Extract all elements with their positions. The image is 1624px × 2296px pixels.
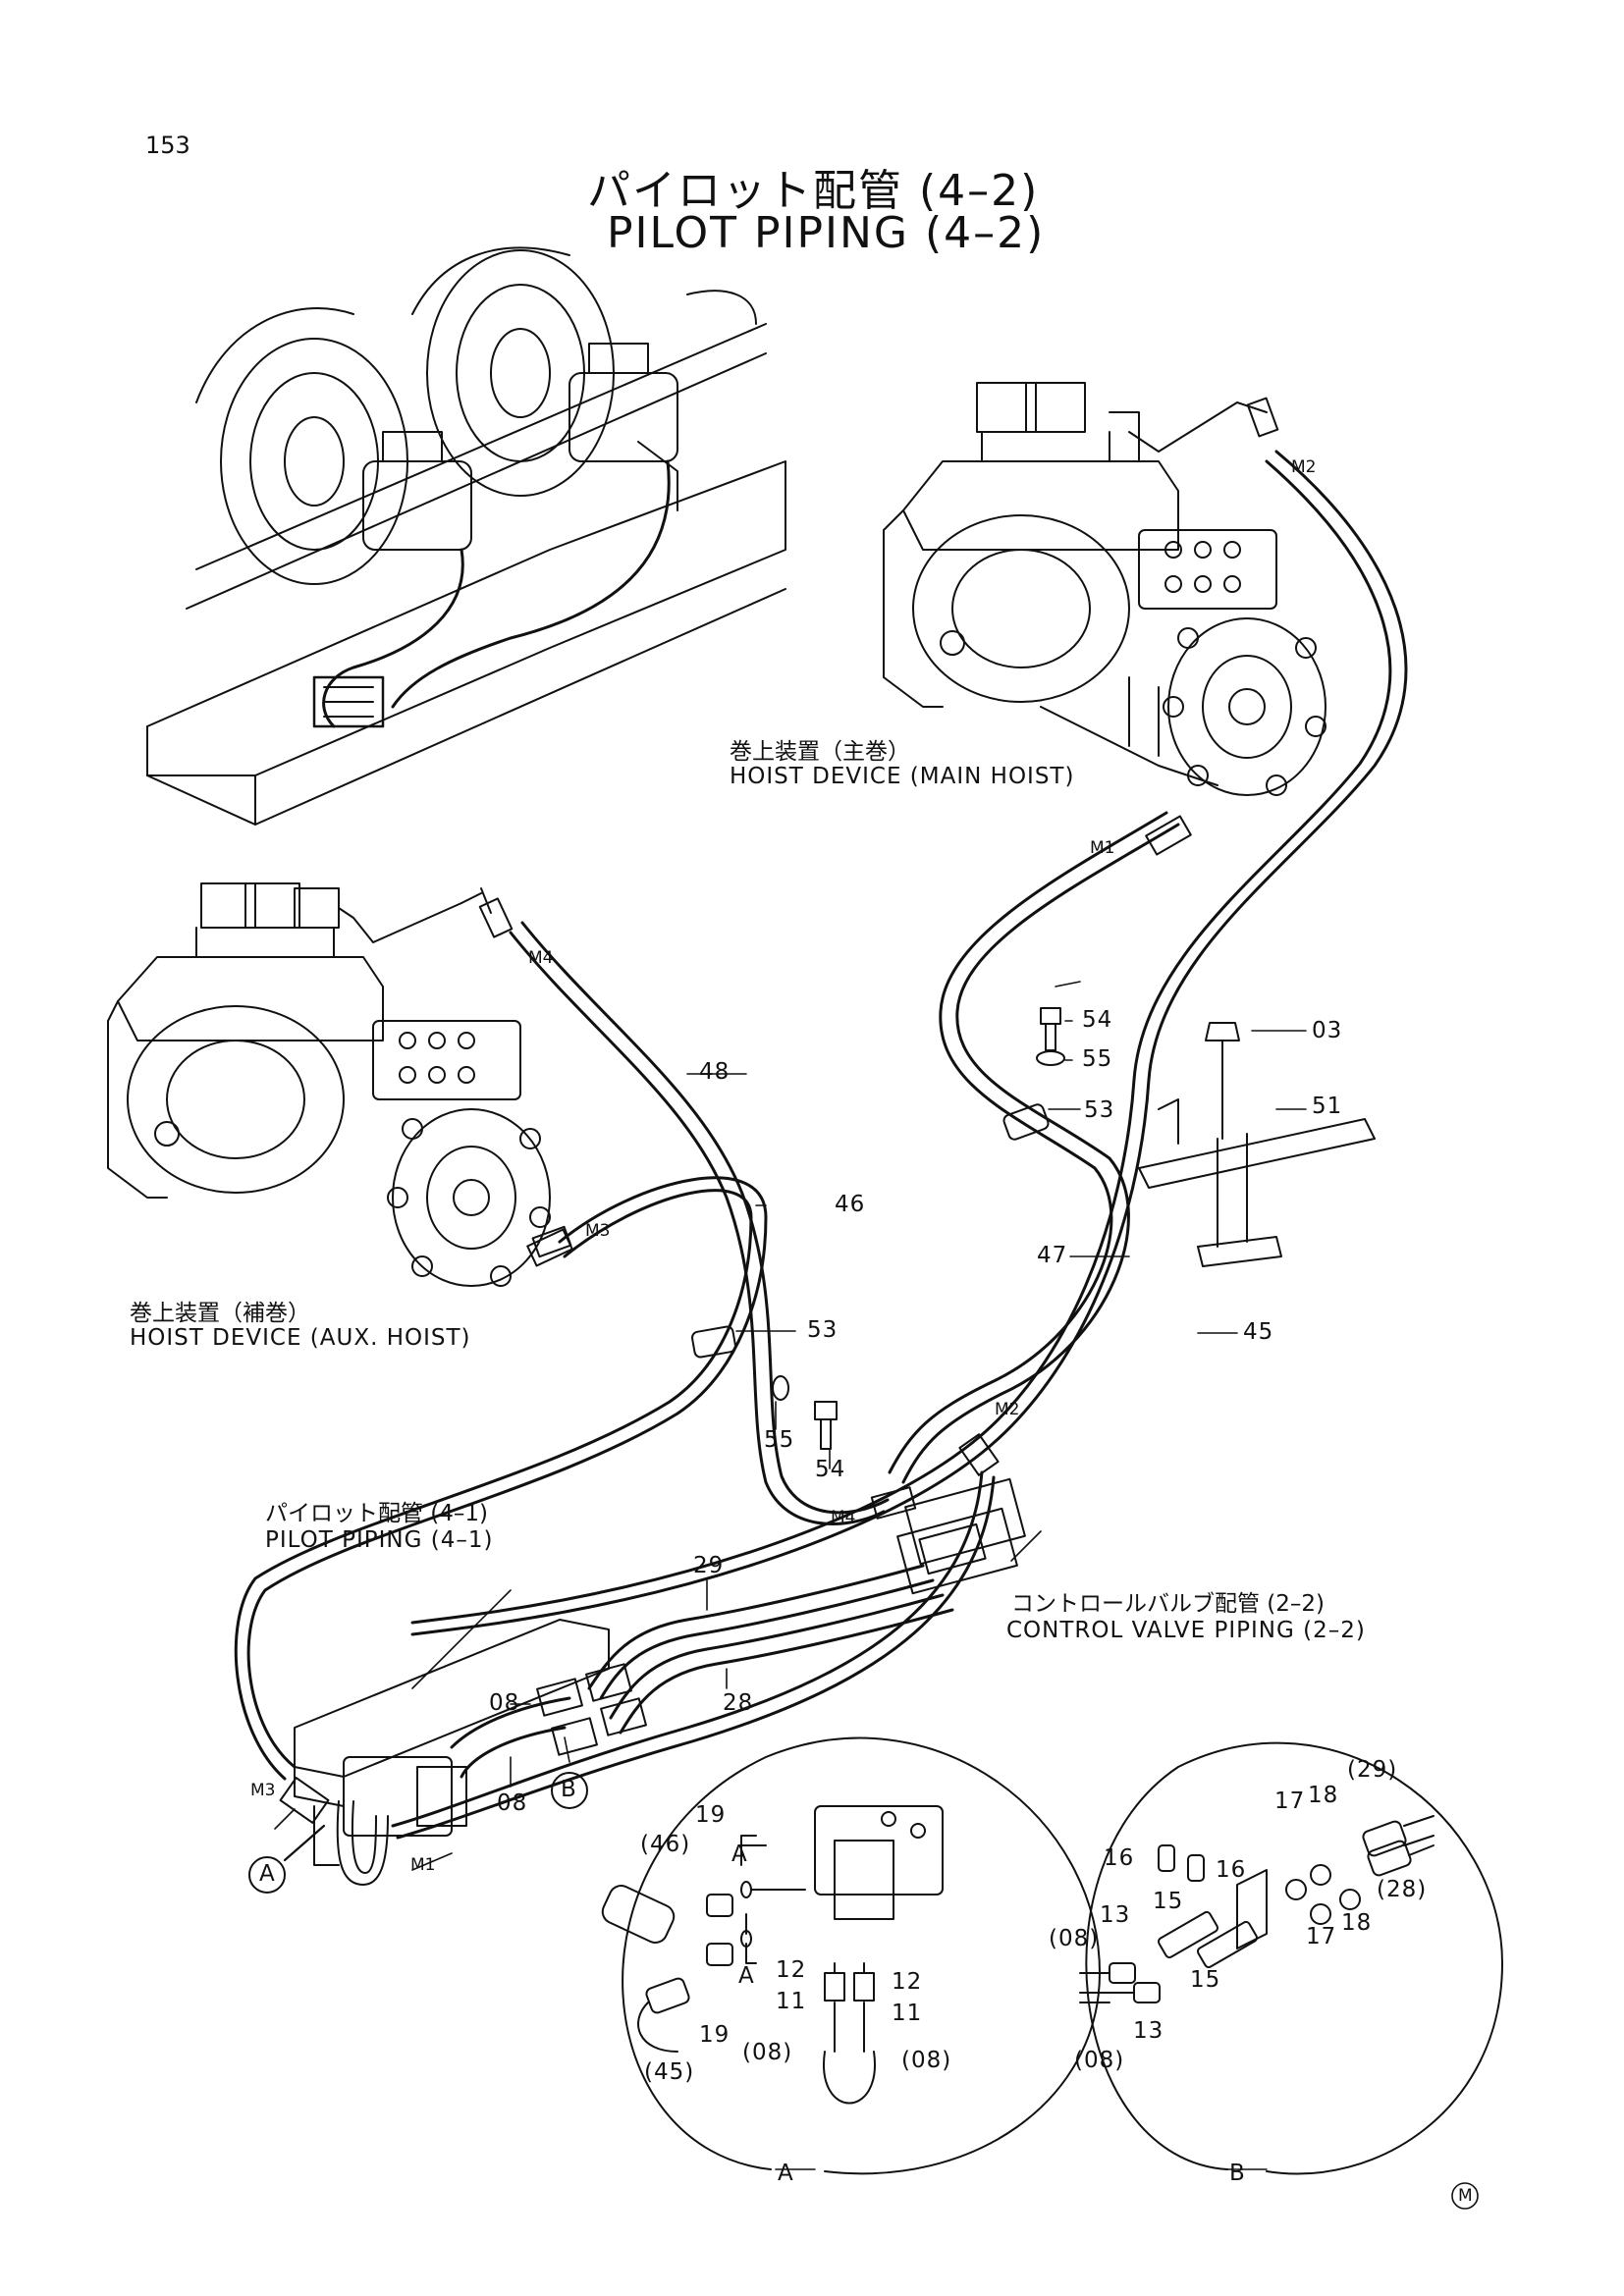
detail-a-callout-11-left: 11: [776, 1989, 807, 2014]
main-hoist-label-jp: 巻上装置（主巻）: [730, 739, 910, 765]
callout-55-top: 55: [1082, 1046, 1113, 1072]
page-number: 153: [145, 132, 190, 159]
aux-hoist-label-en: HOIST DEVICE (AUX. HOIST): [130, 1325, 471, 1351]
overview-winch-assembly: [146, 246, 786, 826]
detail-a-callout-12-left: 12: [776, 1957, 807, 1983]
callout-54-top: 54: [1082, 1007, 1113, 1033]
callout-53-mid: 53: [807, 1317, 839, 1343]
aux-hoist-motor: [107, 882, 572, 1287]
hoses: [234, 450, 1408, 1840]
detail-b-marker: B: [561, 1777, 577, 1802]
callout-55-mid: 55: [764, 1427, 795, 1453]
detail-b-callout-17-top: 17: [1274, 1789, 1306, 1814]
detail-b-callout-17-bottom: 17: [1306, 1924, 1337, 1949]
callout-08-lower: 08: [497, 1790, 528, 1816]
detail-b-callout-08-bottom: (08): [1074, 2048, 1125, 2073]
pilot-piping-41-label-jp: パイロット配管 (4–1): [265, 1501, 489, 1526]
detail-b-callout-18-top: 18: [1308, 1783, 1339, 1808]
detail-a-marker: A: [259, 1861, 276, 1887]
detail-a-callout-08-right: (08): [901, 2048, 952, 2073]
port-m2-main: M2: [1291, 457, 1317, 477]
callout-53-top: 53: [1084, 1097, 1115, 1123]
title-english: PILOT PIPING (4–2): [607, 208, 1046, 258]
detail-a-label: A: [778, 2161, 794, 2186]
detail-b: [1079, 1741, 1503, 2175]
title-japanese: パイロット配管 (4–2): [587, 166, 1040, 216]
port-m4-aux: M4: [528, 948, 554, 968]
detail-a-callout-a-top: A: [731, 1842, 748, 1867]
leader-lines: [274, 981, 1307, 1871]
pilot-piping-41-label-en: PILOT PIPING (4–1): [265, 1527, 494, 1553]
control-valve-label-jp: コントロールバルブ配管 (2–2): [1011, 1591, 1326, 1617]
detail-b-label: B: [1229, 2161, 1246, 2186]
callout-03: 03: [1312, 1018, 1343, 1043]
marker-circle-m: [1451, 2182, 1479, 2210]
detail-a-callout-19-bottom: 19: [699, 2022, 731, 2048]
port-m3-bottom: M3: [250, 1781, 276, 1800]
callout-48: 48: [699, 1059, 731, 1085]
detail-b-callout-16-right: 16: [1216, 1857, 1247, 1883]
fittings: [279, 815, 1376, 1886]
port-m3-aux: M3: [585, 1221, 611, 1241]
callout-46: 46: [835, 1192, 866, 1217]
detail-b-callout-18-bottom: 18: [1341, 1910, 1373, 1936]
marker-circle-a: [248, 1856, 286, 1894]
port-m2-valve: M2: [995, 1400, 1020, 1419]
detail-a-callout-08-left: (08): [742, 2040, 793, 2065]
detail-b-callout-16-left: 16: [1104, 1845, 1135, 1871]
detail-b-callout-13-top: 13: [1100, 1902, 1131, 1928]
port-m4-valve: M4: [831, 1508, 856, 1527]
detail-a-callout-12-right: 12: [892, 1969, 923, 1995]
callout-45: 45: [1243, 1319, 1274, 1345]
callout-28: 28: [723, 1690, 754, 1716]
detail-a-callout-45: (45): [644, 2059, 695, 2085]
callout-54-mid: 54: [815, 1457, 846, 1482]
detail-b-callout-15-bottom: 15: [1190, 1967, 1221, 1993]
marker-circle-b: [551, 1772, 588, 1809]
detail-a: [601, 1736, 1101, 2175]
control-valve-label-en: CONTROL VALVE PIPING (2–2): [1006, 1618, 1366, 1643]
detail-b-callout-08-top: (08): [1049, 1926, 1100, 1951]
detail-b-callout-15-top: 15: [1153, 1889, 1184, 1914]
callout-29: 29: [693, 1553, 725, 1578]
detail-b-callout-29: (29): [1347, 1757, 1398, 1783]
detail-b-callout-13-bottom: 13: [1133, 2018, 1164, 2044]
main-hoist-motor: [883, 382, 1326, 796]
detail-a-callout-11-right: 11: [892, 2001, 923, 2026]
detail-a-callout-46: (46): [640, 1832, 691, 1857]
detail-b-callout-28: (28): [1377, 1877, 1428, 1902]
port-m1-main: M1: [1090, 838, 1115, 858]
main-hoist-label-en: HOIST DEVICE (MAIN HOIST): [730, 764, 1075, 789]
detail-a-callout-19-top: 19: [695, 1802, 727, 1828]
callout-47: 47: [1037, 1243, 1068, 1268]
port-m1-bottom: M1: [410, 1855, 436, 1875]
detail-a-callout-a-bottom: A: [738, 1963, 755, 1989]
manufacturer-mark: M: [1458, 2186, 1473, 2206]
callout-51: 51: [1312, 1094, 1343, 1119]
aux-hoist-label-jp: 巻上装置（補巻）: [130, 1301, 310, 1326]
callout-08-upper: 08: [489, 1690, 520, 1716]
